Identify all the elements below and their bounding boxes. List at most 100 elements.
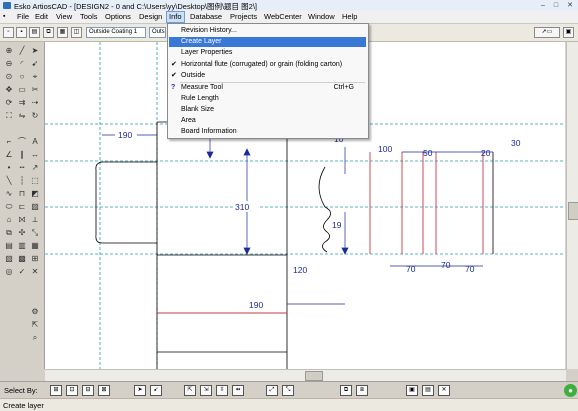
select-perf-icon[interactable]: ⊠ bbox=[98, 385, 110, 396]
menu-item-create-layer[interactable]: Create Layer bbox=[169, 37, 366, 47]
flap-tool-icon[interactable]: ▦ bbox=[31, 241, 39, 250]
menu-info[interactable]: Info bbox=[166, 11, 185, 23]
zoom-in-icon[interactable]: ⊕ bbox=[5, 46, 13, 55]
zoom-icon[interactable]: ▣ bbox=[563, 27, 574, 38]
point-tool-icon[interactable]: • bbox=[7, 163, 11, 172]
copy-icon[interactable]: ⧉ bbox=[43, 27, 54, 38]
split-tool-icon[interactable]: ⟂ bbox=[32, 215, 38, 224]
layer-tool-icon[interactable]: ▧ bbox=[5, 254, 13, 263]
select-arrow-icon[interactable]: ➤ bbox=[31, 46, 39, 55]
scale-tool-icon[interactable]: ⤡ bbox=[31, 228, 39, 237]
mirror-tool-icon[interactable]: ⇋ bbox=[18, 111, 26, 120]
select-layer-button[interactable]: ⧉ bbox=[340, 385, 352, 396]
menu-projects[interactable]: Projects bbox=[230, 12, 258, 21]
select-chain-button[interactable]: ⇴ bbox=[232, 385, 244, 396]
perf-tool-icon[interactable]: ┆ bbox=[19, 176, 25, 185]
menu-view[interactable]: View bbox=[56, 12, 73, 21]
menu-item-area[interactable]: Area bbox=[181, 117, 196, 124]
menu-design[interactable]: Design bbox=[139, 12, 163, 21]
menu-item-blank-size[interactable]: Blank Size bbox=[181, 106, 215, 113]
minimize-button[interactable]: – bbox=[541, 2, 545, 9]
crease-tool-icon[interactable]: ┅ bbox=[19, 163, 25, 172]
layer-icon[interactable]: ◫ bbox=[71, 27, 82, 38]
select-line-icon[interactable]: ⌖ bbox=[32, 72, 38, 81]
horizontal-scrollbar[interactable] bbox=[45, 369, 566, 381]
arrow-tool-icon[interactable]: ↗ bbox=[31, 163, 39, 172]
select-all-icon[interactable]: ⊞ bbox=[50, 385, 62, 396]
new-file-icon[interactable]: ▫ bbox=[3, 27, 14, 38]
select-cut-icon[interactable]: ⊡ bbox=[66, 385, 78, 396]
vertical-scrollbar[interactable] bbox=[566, 42, 578, 369]
refresh-icon[interactable]: ⟳ bbox=[5, 98, 13, 107]
cut-tool-icon[interactable]: ╲ bbox=[6, 176, 12, 185]
menu-file[interactable]: File bbox=[17, 12, 30, 21]
glue-tool-icon[interactable]: ▤ bbox=[5, 241, 13, 250]
menu-help[interactable]: Help bbox=[342, 12, 358, 21]
menu-tools[interactable]: Tools bbox=[80, 12, 98, 21]
menu-item-rule-length[interactable]: Rule Length bbox=[181, 95, 219, 102]
menu-options[interactable]: Options bbox=[105, 12, 131, 21]
zoom-out-icon[interactable]: ⊖ bbox=[5, 59, 13, 68]
join-tool-icon[interactable]: ⨝ bbox=[18, 215, 26, 224]
select-line-button[interactable]: ⇲ bbox=[200, 385, 212, 396]
slot-tool-icon[interactable]: ⊏ bbox=[18, 202, 26, 211]
hole-tool-icon[interactable]: ◎ bbox=[5, 267, 13, 276]
menu-database[interactable]: Database bbox=[190, 12, 223, 21]
menu-item-measure-tool[interactable]: ? Measure Tool Ctrl+G bbox=[171, 84, 354, 91]
horizontal-scroll-thumb[interactable] bbox=[305, 371, 323, 381]
notch-tool-icon[interactable]: ⊓ bbox=[18, 189, 26, 198]
layer-select[interactable]: Outsi bbox=[149, 27, 166, 38]
select-flap-button[interactable]: ▤ bbox=[422, 385, 434, 396]
scribble-tool-icon[interactable]: ∿ bbox=[5, 189, 13, 198]
gear-icon[interactable]: ⚙ bbox=[31, 307, 39, 316]
fill-tool-icon[interactable]: ◩ bbox=[31, 189, 39, 198]
move-tool-icon[interactable]: ✣ bbox=[18, 228, 26, 237]
align-tool-icon[interactable]: ⊞ bbox=[31, 254, 39, 263]
extend-tool-icon[interactable]: ⇢ bbox=[31, 98, 39, 107]
document-menu-icon[interactable]: ▪ bbox=[3, 13, 6, 20]
menu-item-outside[interactable]: ✔ Outside bbox=[171, 72, 206, 79]
line-tool-icon[interactable]: ╱ bbox=[19, 46, 25, 55]
pan-icon[interactable]: ✥ bbox=[5, 85, 13, 94]
angle-tool-icon[interactable]: ∠ bbox=[5, 150, 13, 159]
parallel-tool-icon[interactable]: ∥ bbox=[20, 150, 24, 159]
pointer-tool-icon[interactable]: ⇱ bbox=[31, 320, 39, 329]
bridge-tool-icon[interactable]: ⌂ bbox=[6, 215, 12, 224]
menu-item-horizontal-flute[interactable]: ✔ Horizontal flute (corrugated) or grain… bbox=[171, 61, 343, 68]
bleed-tool-icon[interactable]: ⬚ bbox=[31, 176, 39, 185]
corner-tool-icon[interactable]: ⌐ bbox=[6, 137, 12, 146]
select-window-button[interactable]: ⤢ bbox=[266, 385, 278, 396]
dimension-tool-icon[interactable]: ↔ bbox=[31, 150, 39, 159]
outside-coating-select[interactable]: Outside Coating 1 bbox=[86, 27, 146, 38]
menu-window[interactable]: Window bbox=[308, 12, 335, 21]
print-icon[interactable]: ▤ bbox=[29, 27, 40, 38]
select-panel-button[interactable]: ▣ bbox=[406, 385, 418, 396]
select-arc-button[interactable]: ⇳ bbox=[216, 385, 228, 396]
vertical-scroll-thumb[interactable] bbox=[568, 202, 578, 220]
select-group-button[interactable]: ⧈ bbox=[356, 385, 368, 396]
inspect-tool-icon[interactable]: ⌕ bbox=[32, 333, 38, 342]
text-tool-icon[interactable]: A bbox=[32, 137, 38, 146]
fit-view-icon[interactable]: ⛶ bbox=[6, 111, 12, 120]
paste-icon[interactable]: ▦ bbox=[57, 27, 68, 38]
select-arrow-plus-button[interactable]: ➹ bbox=[150, 385, 162, 396]
offset-tool-icon[interactable]: ⇉ bbox=[18, 98, 26, 107]
menu-edit[interactable]: Edit bbox=[35, 12, 48, 21]
close-button[interactable]: ✕ bbox=[567, 2, 573, 9]
blend-tool-icon[interactable]: ⌒ bbox=[18, 137, 26, 146]
select-crease-icon[interactable]: ⊟ bbox=[82, 385, 94, 396]
select-point-button[interactable]: ⇱ bbox=[184, 385, 196, 396]
rotate-tool-icon[interactable]: ↻ bbox=[31, 111, 39, 120]
trim-tool-icon[interactable]: ✂ bbox=[31, 85, 39, 94]
maximize-button[interactable]: □ bbox=[553, 2, 559, 9]
save-icon[interactable]: ▪ bbox=[16, 27, 27, 38]
hatch-tool-icon[interactable]: ▨ bbox=[31, 202, 39, 211]
panel-tool-icon[interactable]: ▥ bbox=[18, 241, 26, 250]
menu-item-layer-properties[interactable]: Layer Properties bbox=[181, 49, 233, 56]
check-tool-icon[interactable]: ✓ bbox=[18, 267, 26, 276]
grid-tool-icon[interactable]: ▩ bbox=[18, 254, 26, 263]
rectangle-tool-icon[interactable]: ▭ bbox=[18, 85, 26, 94]
copy-tool-icon[interactable]: ⧉ bbox=[6, 228, 12, 237]
zoom-control[interactable]: ➚▭ bbox=[534, 27, 560, 38]
menu-item-board-information[interactable]: Board Information bbox=[181, 128, 237, 135]
